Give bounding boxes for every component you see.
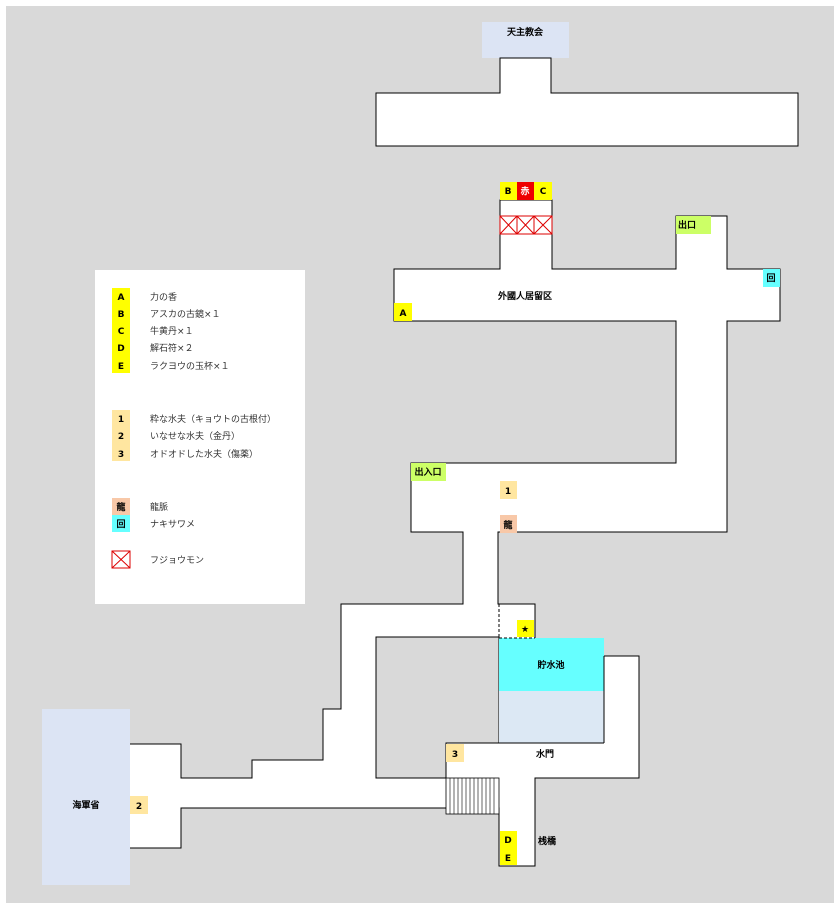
exit-marker[interactable]: 出口 <box>676 216 711 234</box>
fujoumon-icon <box>111 550 131 569</box>
svg-text:オドオドした水夫（傷薬）: オドオドした水夫（傷薬） <box>150 448 258 460</box>
reservoir-water <box>499 638 604 691</box>
svg-text:1: 1 <box>118 415 124 425</box>
svg-text:1: 1 <box>505 487 511 497</box>
svg-text:E: E <box>505 854 511 864</box>
legend-item-D: D 解石符×２ <box>112 339 194 356</box>
svg-text:龍: 龍 <box>116 501 125 513</box>
svg-text:3: 3 <box>118 450 124 460</box>
svg-text:C: C <box>540 187 547 197</box>
svg-text:アスカの古鏡×１: アスカの古鏡×１ <box>150 308 221 320</box>
legend-item-A: A 力の香 <box>112 288 177 305</box>
water-gate-label: 水門 <box>536 748 554 760</box>
svg-text:力の香: 力の香 <box>150 291 177 303</box>
svg-text:解石符×２: 解石符×２ <box>150 342 194 354</box>
kai-marker: 回 <box>763 269 780 287</box>
navy-label: 海軍省 <box>72 799 99 811</box>
svg-text:C: C <box>118 327 125 337</box>
svg-text:龍脈: 龍脈 <box>150 501 168 513</box>
svg-text:E: E <box>118 362 124 372</box>
svg-text:赤: 赤 <box>520 185 529 197</box>
legend-item-C: C 牛黄丹×１ <box>112 322 194 339</box>
svg-text:フジョウモン: フジョウモン <box>150 555 204 566</box>
svg-text:ラクヨウの玉杯×１: ラクヨウの玉杯×１ <box>150 360 230 372</box>
svg-text:3: 3 <box>452 750 458 760</box>
stairs <box>445 777 500 815</box>
npc-marker-1: 1 <box>500 481 517 499</box>
church-area <box>482 22 569 58</box>
svg-text:D: D <box>117 344 124 354</box>
entrance-marker[interactable]: 出入口 <box>411 463 446 481</box>
legend-npc-2: 2 いなせな水夫（金丹） <box>112 427 240 444</box>
svg-text:回: 回 <box>116 519 125 530</box>
svg-text:回: 回 <box>766 273 775 284</box>
pier-label: 桟橋 <box>538 835 557 847</box>
svg-text:ナキサワメ: ナキサワメ <box>150 519 195 530</box>
marker-red: 赤 <box>517 182 534 200</box>
church-hall <box>375 57 799 147</box>
svg-text:2: 2 <box>136 802 142 812</box>
npc-marker-2: 2 <box>130 796 148 814</box>
legend-item-B: B アスカの古鏡×１ <box>112 305 221 322</box>
legend-kai: 回 ナキサワメ <box>112 515 195 532</box>
svg-text:D: D <box>504 836 511 846</box>
svg-text:いなせな水夫（金丹）: いなせな水夫（金丹） <box>150 430 240 442</box>
svg-text:出入口: 出入口 <box>414 466 441 478</box>
church-label: 天主教会 <box>507 26 544 38</box>
fujoumon-seal <box>499 215 553 235</box>
legend-ryu: 龍 龍脈 <box>112 498 168 515</box>
marker-B: B <box>500 182 517 200</box>
svg-text:★: ★ <box>521 625 529 635</box>
npc-marker-3: 3 <box>446 744 464 762</box>
legend-npc-3: 3 オドオドした水夫（傷薬） <box>112 444 258 461</box>
ryu-marker: 龍 <box>500 515 517 533</box>
svg-text:牛黄丹×１: 牛黄丹×１ <box>150 325 194 337</box>
legend-item-E: E ラクヨウの玉杯×１ <box>112 356 230 373</box>
svg-text:A: A <box>400 309 407 319</box>
svg-text:A: A <box>118 293 125 303</box>
svg-text:龍: 龍 <box>503 519 512 531</box>
marker-A: A <box>394 303 412 321</box>
legend-fujoumon: フジョウモン <box>111 550 204 569</box>
reservoir-label: 貯水池 <box>537 659 564 671</box>
marker-E: E <box>500 848 517 865</box>
star-marker: ★ <box>517 620 534 637</box>
settlement-label: 外國人居留区 <box>497 290 552 302</box>
marker-D: D <box>500 831 517 848</box>
svg-text:粋な水夫（キョウトの古根付）: 粋な水夫（キョウトの古根付） <box>150 413 276 425</box>
svg-text:B: B <box>505 187 512 197</box>
marker-C: C <box>534 182 552 200</box>
navy-area <box>42 709 130 885</box>
svg-text:2: 2 <box>118 432 124 442</box>
svg-text:出口: 出口 <box>678 219 696 231</box>
legend-npc-1: 1 粋な水夫（キョウトの古根付） <box>112 410 276 427</box>
deep-water <box>499 691 604 743</box>
svg-text:B: B <box>118 310 125 320</box>
